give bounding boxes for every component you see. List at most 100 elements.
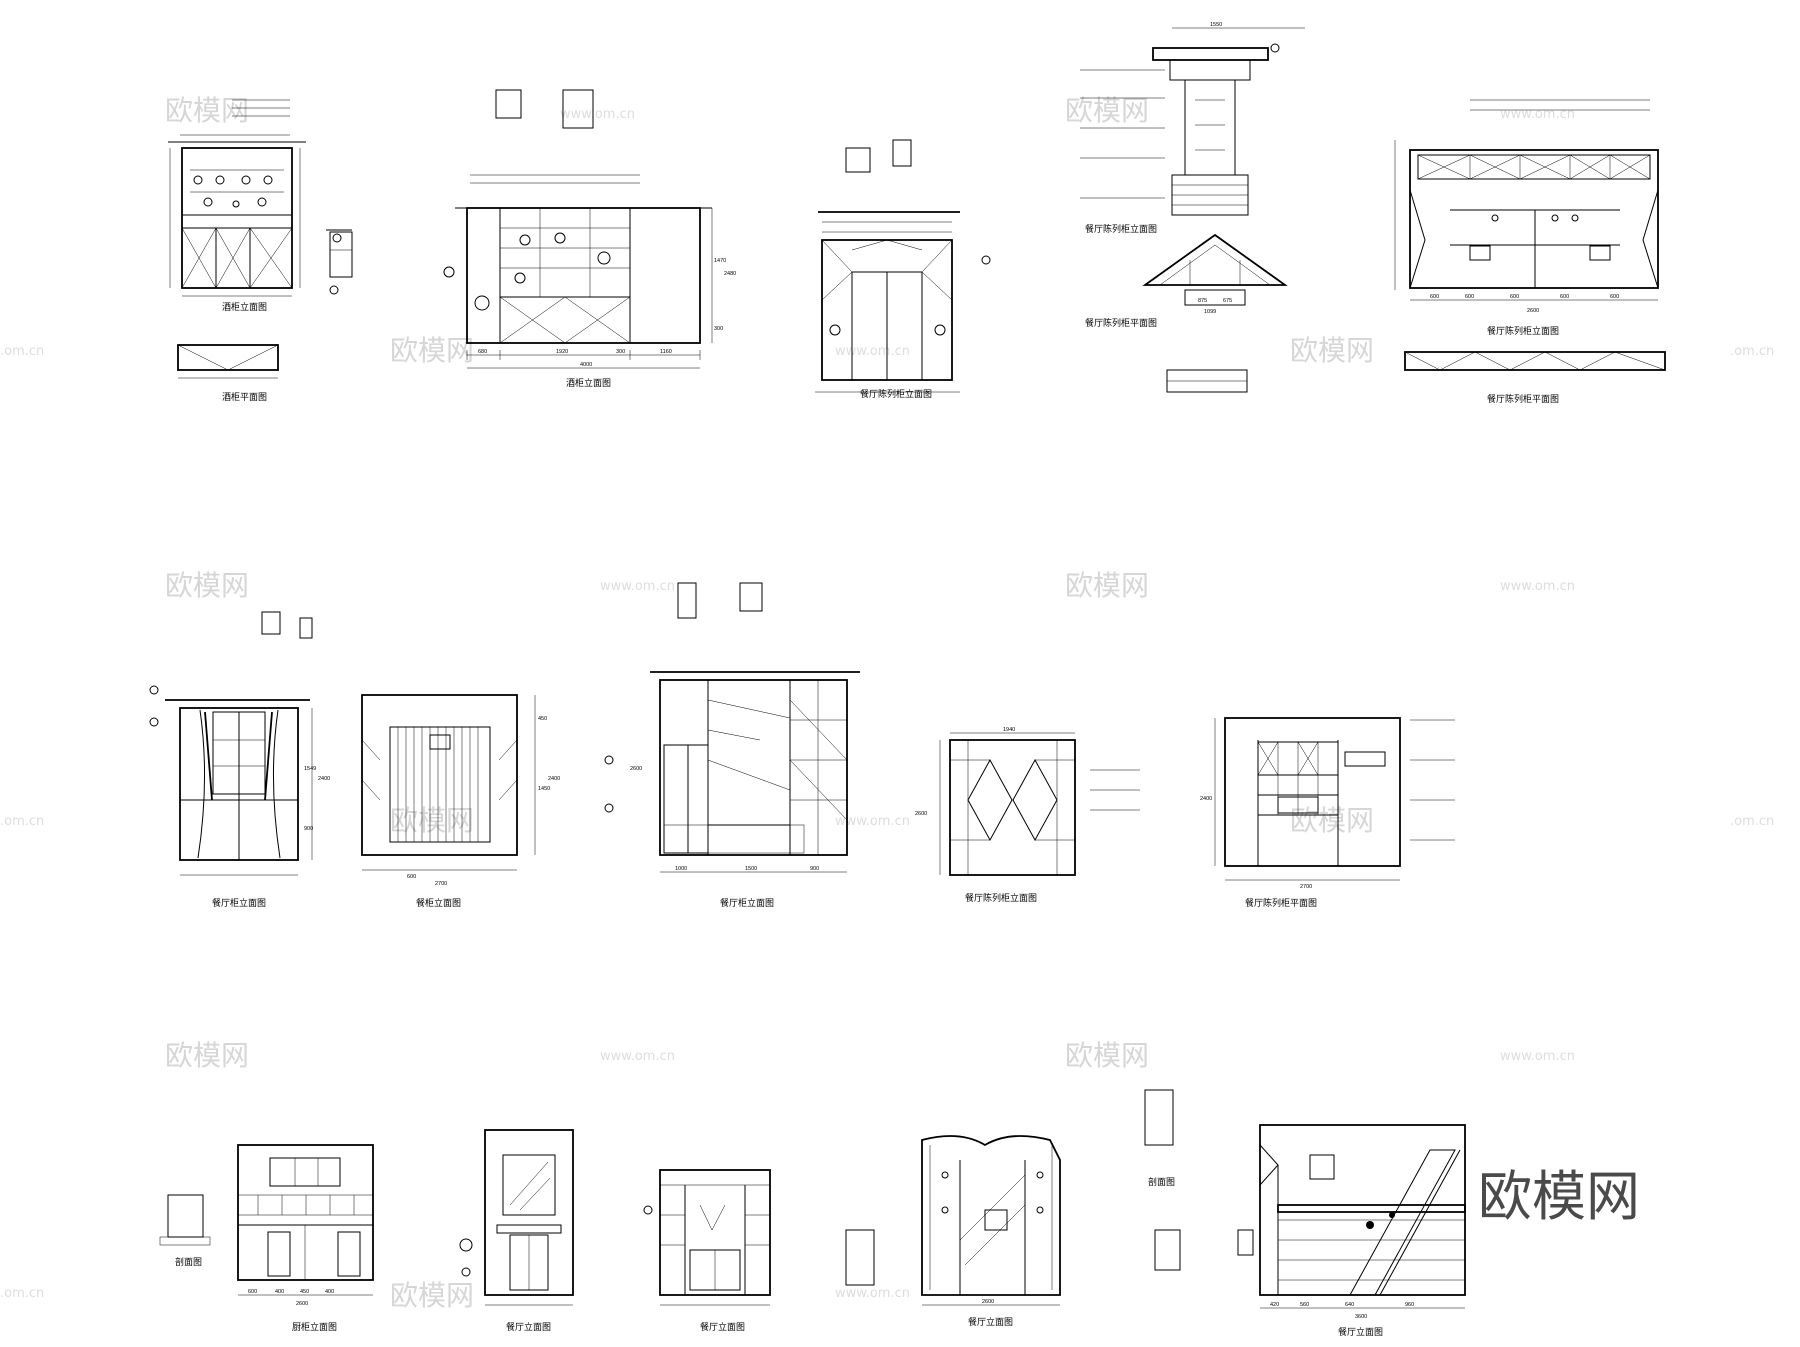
watermark-url: www.om.cn <box>835 344 910 359</box>
watermark-brand: 欧模网 <box>1290 334 1374 367</box>
drawing-title: 酒柜立面图 <box>222 301 267 312</box>
dimension-label: 875 <box>1198 298 1207 304</box>
drawing-title: 酒柜立面图 <box>566 377 611 388</box>
dimension-label: 600 <box>407 874 416 880</box>
dimension-label: 450 <box>300 1289 309 1295</box>
watermark-url: www.om.cn <box>835 1286 910 1301</box>
drawing-title: 餐厅柜立面图 <box>212 897 266 908</box>
wine-cabinet-elevation-1: 酒柜立面图 酒柜平面图 <box>168 99 353 402</box>
watermark-brand: 欧模网 <box>165 94 249 127</box>
dimension-label: 2600 <box>982 1299 994 1305</box>
dimension-label: 1450 <box>538 786 550 792</box>
drawing-title: 餐厅立面图 <box>1338 1326 1383 1337</box>
drawing-title: 餐厅陈列柜立面图 <box>860 388 932 399</box>
dimension-label: 300 <box>714 326 723 332</box>
watermark-url-fragment: .om.cn <box>0 1286 44 1301</box>
dimension-label: 2400 <box>548 776 560 782</box>
plan-title: 餐厅陈列柜平面图 <box>1085 317 1157 328</box>
dimension-label: 1549 <box>304 766 316 772</box>
dimension-label: 2600 <box>1527 308 1539 314</box>
dimension-label: 2700 <box>1300 884 1312 890</box>
drawing-title: 餐柜立面图 <box>416 897 461 908</box>
dimension-label: 1160 <box>660 349 672 355</box>
dimension-label: 1000 <box>675 866 687 872</box>
watermark-url: www.om.cn <box>1500 107 1575 122</box>
dining-elevation-3: 2600 剖面图 餐厅立面图 <box>921 1089 1181 1327</box>
dimension-label: 3600 <box>1355 1314 1367 1320</box>
dimension-label: 400 <box>325 1289 334 1295</box>
dimension-label: 600 <box>1610 294 1619 300</box>
dining-elevation-1: 餐厅立面图 <box>459 1129 574 1332</box>
dimension-label: 2480 <box>724 271 736 277</box>
watermark-url-fragment: .om.cn <box>0 344 44 359</box>
dimension-label: 2600 <box>630 766 642 772</box>
dining-elevation-2: 餐厅立面图 <box>643 1169 875 1332</box>
display-cabinet-elevation-3: 600 600 600 600 600 2600 餐厅陈列柜立面图 餐厅陈列柜平… <box>1394 99 1666 404</box>
drawing-title: 餐厅陈列柜立面图 <box>1085 223 1157 234</box>
dimension-label: 600 <box>1465 294 1474 300</box>
watermark-url-fragment: .om.cn <box>0 814 44 829</box>
watermark-brand: 欧模网 <box>390 804 474 837</box>
watermark-brand: 欧模网 <box>390 334 474 367</box>
drawing-title: 餐厅陈列柜平面图 <box>1245 897 1317 908</box>
watermark-layer: 欧模网 www.om.cn 欧模网 www.om.cn .om.cn 欧模网 w… <box>0 94 1774 1312</box>
dimension-label: 1920 <box>556 349 568 355</box>
dimension-label: 1470 <box>714 258 726 264</box>
kitchen-cabinet-elevation: 600 400 450 400 2600 剖面图 厨柜立面图 <box>159 1144 374 1332</box>
dimension-label: 900 <box>304 826 313 832</box>
watermark-url: www.om.cn <box>600 1049 675 1064</box>
watermark-brand: 欧模网 <box>1065 94 1149 127</box>
dining-elevation-4: 420 560 640 960 3600 餐厅立面图 <box>1237 1124 1466 1337</box>
plan-title: 酒柜平面图 <box>222 391 267 402</box>
drawing-title: 餐厅柜立面图 <box>720 897 774 908</box>
drawing-title: 餐厅陈列柜立面图 <box>965 892 1037 903</box>
dimension-label: 4000 <box>580 362 592 368</box>
watermark-brand: 欧模网 <box>165 569 249 602</box>
drawing-title: 厨柜立面图 <box>292 1321 337 1332</box>
display-cabinet-plan: 2400 2700 餐厅陈列柜平面图 <box>1200 717 1455 908</box>
watermark-url: www.om.cn <box>835 814 910 829</box>
dimension-label: 600 <box>1560 294 1569 300</box>
dimension-label: 2600 <box>296 1301 308 1307</box>
wine-cabinet-elevation-2: 680 1920 300 1160 4000 1470 2480 300 酒柜立… <box>443 89 736 388</box>
dimension-label: 2400 <box>318 776 330 782</box>
dimension-label: 600 <box>248 1289 257 1295</box>
sideboard-elevation: 600 2700 450 1450 2400 餐柜立面图 <box>361 694 560 908</box>
watermark-brand: 欧模网 <box>390 1279 474 1312</box>
dimension-label: 450 <box>538 716 547 722</box>
watermark-url-fragment: .om.cn <box>1730 814 1774 829</box>
dimension-label: 1500 <box>745 866 757 872</box>
drawing-title: 餐厅立面图 <box>506 1321 551 1332</box>
dining-cabinet-elevation-2: 1000 1500 900 2600 餐厅柜立面图 <box>604 582 860 908</box>
dimension-label: 1940 <box>1003 727 1015 733</box>
section-title: 剖面图 <box>1148 1176 1175 1187</box>
watermark-brand: 欧模网 <box>1065 1039 1149 1072</box>
dining-cabinet-elevation-1: 1549 900 2400 餐厅柜立面图 <box>149 611 330 908</box>
watermark-url: www.om.cn <box>1500 579 1575 594</box>
dimension-label: 1099 <box>1204 309 1216 315</box>
plan-title: 餐厅陈列柜平面图 <box>1487 393 1559 404</box>
dimension-label: 960 <box>1405 1302 1414 1308</box>
display-cabinet-elevation-1: 餐厅陈列柜立面图 <box>815 139 991 399</box>
dimension-label: 680 <box>478 349 487 355</box>
watermark-brand: 欧模网 <box>1290 804 1374 837</box>
drawing-title: 餐厅立面图 <box>700 1321 745 1332</box>
watermark-brand: 欧模网 <box>165 1039 249 1072</box>
dimension-label: 300 <box>616 349 625 355</box>
dimension-label: 2400 <box>1200 796 1212 802</box>
display-cabinet-elevation-4: 1940 2600 餐厅陈列柜立面图 <box>915 727 1140 903</box>
dimension-label: 1550 <box>1210 22 1222 28</box>
dimension-label: 2700 <box>435 881 447 887</box>
dimension-label: 560 <box>1300 1302 1309 1308</box>
display-cabinet-elevation-2: 1550 餐厅陈列柜立面图 875 675 1099 餐厅陈列柜平面图 <box>1080 22 1305 393</box>
dimension-label: 600 <box>1510 294 1519 300</box>
watermark-url: www.om.cn <box>560 107 635 122</box>
section-title: 剖面图 <box>175 1256 202 1267</box>
dimension-label: 900 <box>810 866 819 872</box>
brand-logo: 欧模网 <box>1478 1165 1640 1228</box>
dimension-label: 600 <box>1430 294 1439 300</box>
watermark-url: www.om.cn <box>1500 1049 1575 1064</box>
dimension-label: 640 <box>1345 1302 1354 1308</box>
drawing-title: 餐厅立面图 <box>968 1316 1013 1327</box>
